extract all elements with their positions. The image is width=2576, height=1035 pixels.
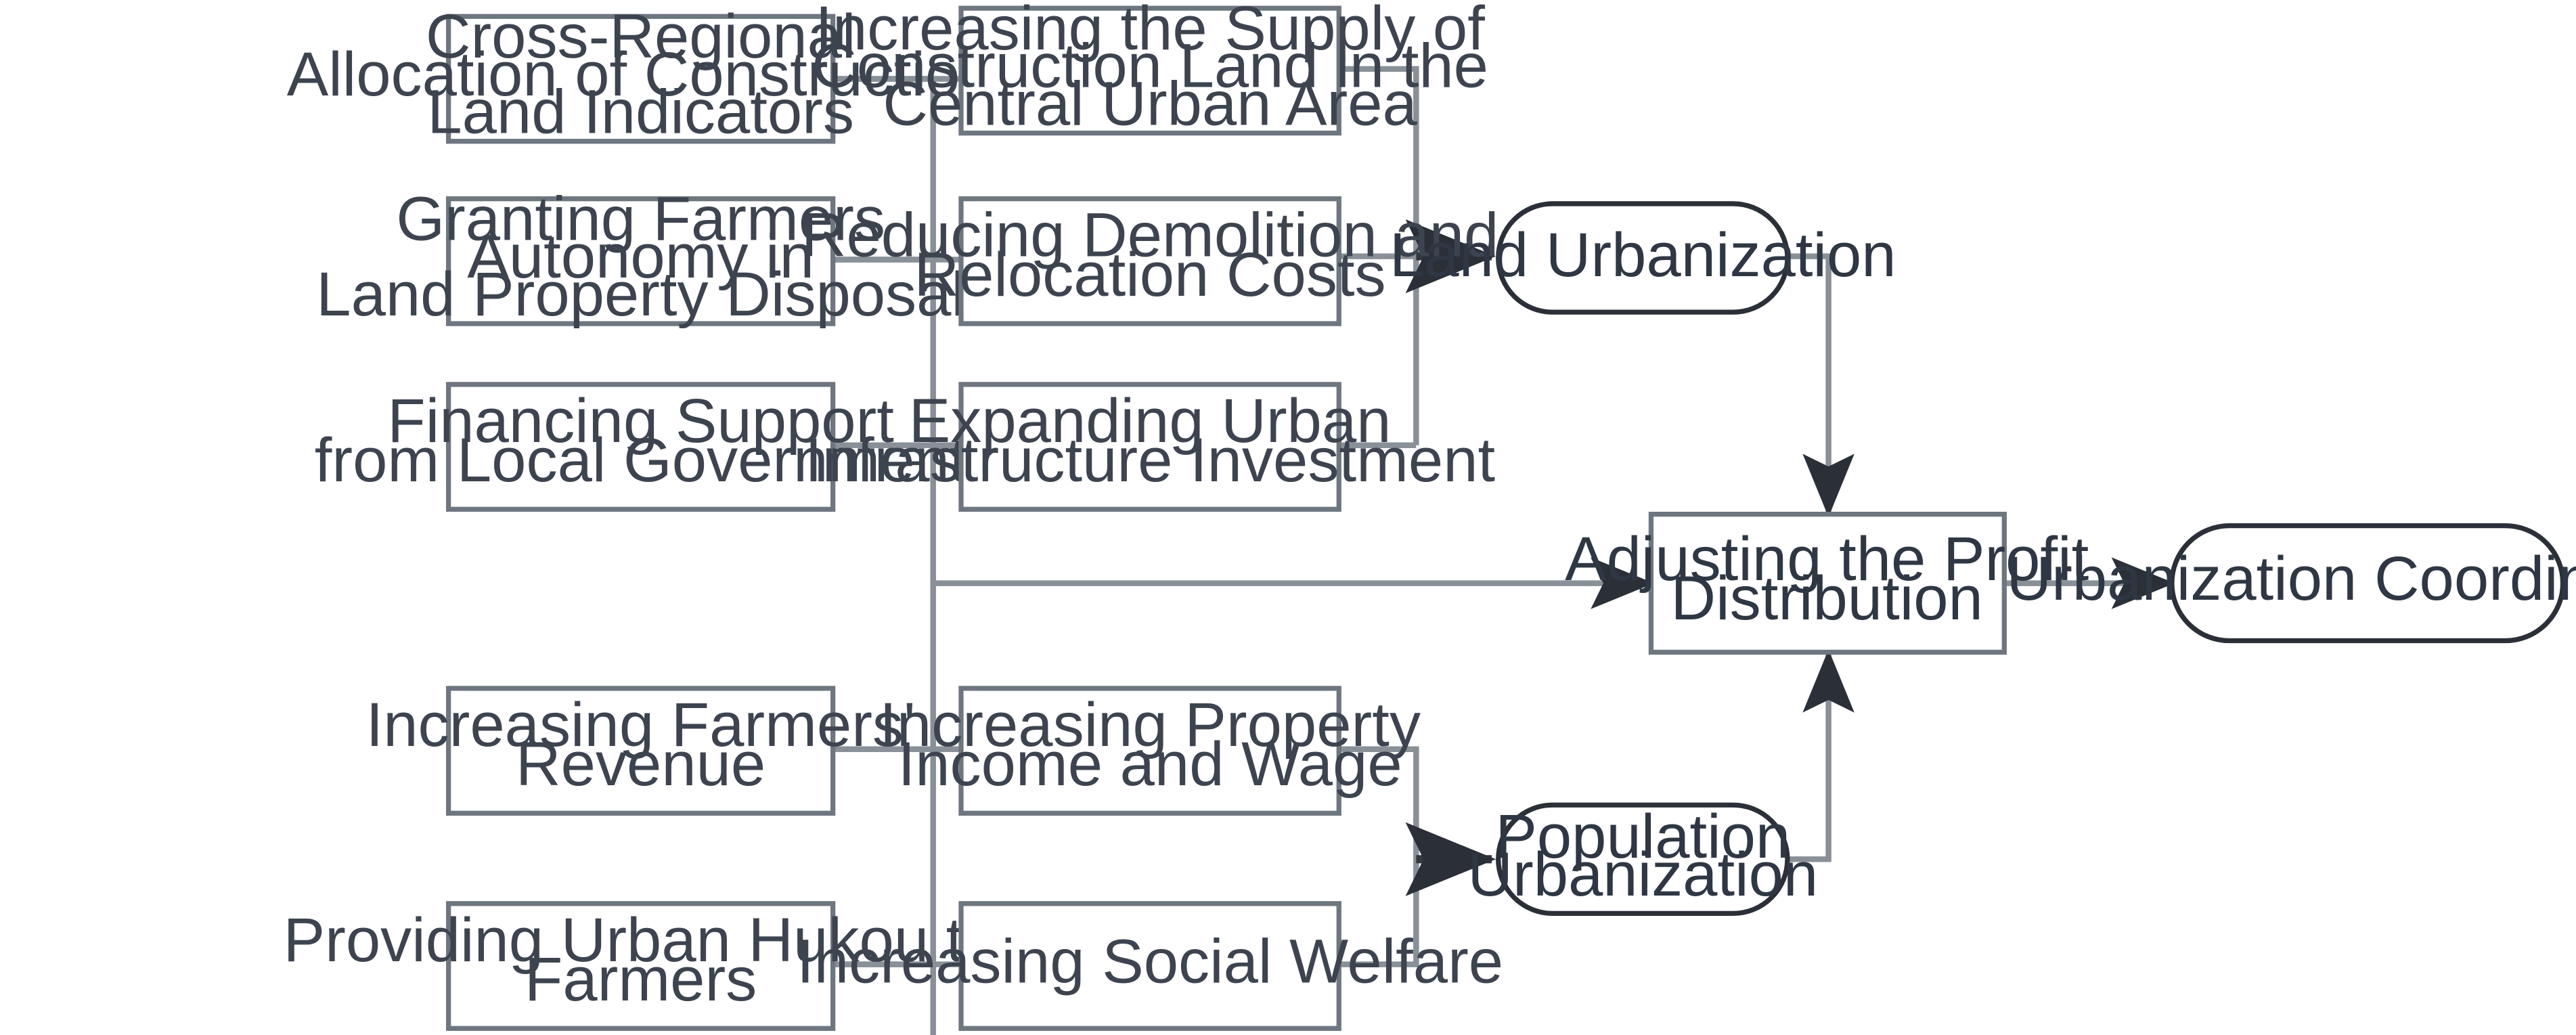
node-label-line: Urbanization [1467,839,1818,909]
node-label-line: Expanding Urban [909,386,1392,456]
node-label-line: Construction Land in the [812,31,1488,101]
node-label-line: Urbanization Coordination [2007,544,2576,613]
node-label-line: Relocation Costs [914,240,1386,309]
node-label-line: Autonomy in [467,221,814,291]
node-providing-urban-hukou[interactable]: Providing Urban Hukou to Farmers [284,901,998,1031]
node-label-line: Cross-Regional [426,1,856,71]
node-label-line: from Local Government [315,425,967,495]
node-increasing-supply-construction-land[interactable]: Increasing the Supply of Construction La… [812,0,1488,139]
edge-supply-to-upper-bus [1339,66,1419,445]
node-population-urbanization[interactable]: Population Urbanization [1467,801,1818,917]
node-label-line: Granting Farmers [396,183,885,253]
node-label-line: Central Urban Area [883,69,1417,139]
node-label-line: Allocation of Construction [287,39,995,109]
node-expanding-infrastructure-investment[interactable]: Expanding Urban Infrastructure Investmen… [805,382,1495,512]
node-label-line: Land Indicators [427,77,854,147]
edge-land-urbanization-to-adjusting [1787,253,1855,517]
edge-population-urbanization-to-adjusting [1787,649,1855,862]
node-land-urbanization[interactable]: Land Urbanization [1390,201,1896,315]
node-increasing-property-income-wage[interactable]: Increasing Property Income and Wage [879,686,1421,816]
node-label-line: Revenue [516,729,765,799]
node-label-line: Land Property Disposal [316,259,965,329]
node-urbanization-coordination[interactable]: Urbanization Coordination [2007,523,2576,644]
node-label-line: Increasing Farmers' [366,690,916,759]
node-label-line: Adjusting the Profit [1565,524,2089,594]
node-increasing-farmers-revenue[interactable]: Increasing Farmers' Revenue [366,686,916,816]
node-label-line: Farmers [525,944,757,1014]
node-label-line: Increasing the Supply of [815,0,1485,63]
node-label-line: Increasing Social Welfare [797,926,1503,996]
node-label-line: Income and Wage [898,729,1402,799]
node-adjusting-profit-distribution[interactable]: Adjusting the Profit Distribution [1565,512,2089,655]
node-cross-regional-allocation[interactable]: Cross-Regional Allocation of Constructio… [287,1,995,147]
node-label-line: Infrastructure Investment [805,425,1495,495]
node-label-line: Land Urbanization [1390,220,1896,290]
node-reducing-demolition-costs[interactable]: Reducing Demolition and Relocation Costs [801,196,1498,326]
node-granting-farmers-autonomy[interactable]: Granting Farmers Autonomy in Land Proper… [316,183,965,329]
node-label-line: Providing Urban Hukou to [284,905,998,975]
node-label-line: Distribution [1670,563,1982,633]
node-label-line: Financing Support [387,386,894,456]
node-financing-support[interactable]: Financing Support from Local Government [315,382,967,512]
node-label-line: Reducing Demolition and [801,200,1498,270]
node-increasing-social-welfare[interactable]: Increasing Social Welfare [797,901,1503,1031]
node-label-line: Population [1495,801,1790,871]
node-label-line: Increasing Property [879,690,1421,759]
